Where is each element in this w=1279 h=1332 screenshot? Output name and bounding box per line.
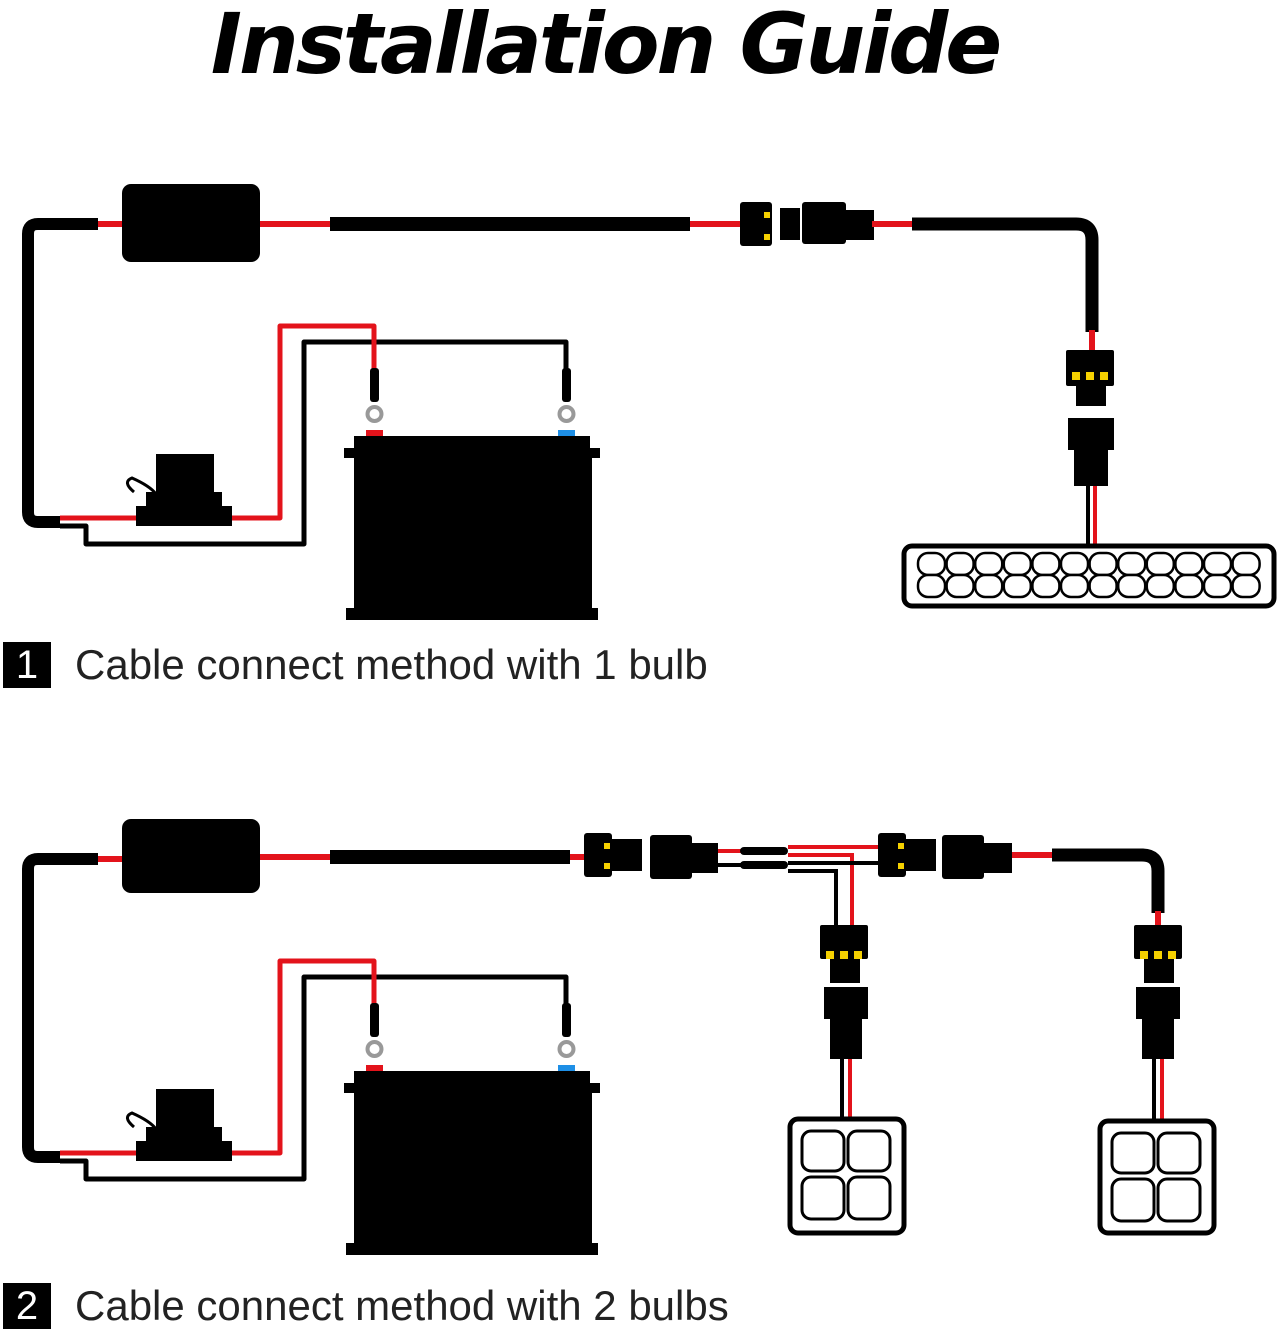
step-caption: Cable connect method with 1 bulb <box>75 641 708 688</box>
wiring-diagram-two-bulbs <box>22 819 1217 1255</box>
work-light-icon <box>787 1116 907 1236</box>
page-title: Installation Guide <box>210 0 1003 93</box>
light-bar-icon <box>901 543 1277 609</box>
connector-icon <box>1134 925 1182 1059</box>
caption-section-1: 1 Cable connect method with 1 bulb <box>3 640 708 690</box>
splitter-lug <box>740 861 788 869</box>
connector-icon <box>820 925 868 1059</box>
fuse-holder-icon <box>126 454 232 526</box>
connector-icon <box>740 202 874 246</box>
negative-ring-terminal-icon <box>557 368 576 447</box>
work-light-icon <box>1097 1118 1217 1236</box>
light-black-wire <box>912 217 1099 332</box>
fuse-holder-icon <box>126 1089 232 1161</box>
connector-icon <box>1066 350 1114 486</box>
led-cell <box>1174 573 1204 599</box>
led-cell <box>1231 573 1261 599</box>
led-cell <box>1002 573 1033 599</box>
led-cell <box>916 573 947 599</box>
led-cell <box>1202 573 1233 599</box>
led-cell <box>1059 573 1090 599</box>
led-cell <box>1231 551 1261 577</box>
led-cell <box>945 573 975 599</box>
step-caption: Cable connect method with 2 bulbs <box>75 1282 729 1329</box>
relay-to-fuse-wire <box>22 218 98 528</box>
positive-ring-terminal-icon <box>365 1003 384 1082</box>
led-cell <box>973 551 1004 577</box>
led-cell <box>1116 573 1147 599</box>
led-cell <box>1031 551 1061 577</box>
positive-wire <box>232 323 377 521</box>
relay-to-fuse-wire <box>22 853 98 1163</box>
connector-icon <box>584 833 718 879</box>
ground-wire <box>60 974 569 1182</box>
led-cell <box>1088 551 1118 577</box>
led-cell <box>1031 573 1061 599</box>
ground-wire <box>60 339 569 547</box>
connector-icon <box>878 833 1012 879</box>
negative-ring-terminal-icon <box>557 1003 576 1082</box>
battery-icon <box>344 436 600 620</box>
led-cell <box>945 551 975 577</box>
battery-icon <box>344 1071 600 1255</box>
led-cell <box>916 551 947 577</box>
positive-wire <box>232 958 377 1156</box>
relay-box-icon <box>122 184 260 262</box>
step-number-badge: 1 <box>3 642 51 688</box>
led-cell <box>1059 551 1090 577</box>
led-cell <box>1002 551 1033 577</box>
step-number-badge: 2 <box>3 1283 51 1329</box>
led-cell <box>973 573 1004 599</box>
caption-section-2: 2 Cable connect method with 2 bulbs <box>3 1281 729 1331</box>
led-cell <box>1116 551 1147 577</box>
wiring-diagram-single-bulb <box>22 184 1277 620</box>
positive-ring-terminal-icon <box>365 368 384 447</box>
splitter-lug <box>740 847 788 855</box>
led-cell <box>1202 551 1233 577</box>
led-cell <box>1145 551 1176 577</box>
led-cell <box>1145 573 1176 599</box>
led-cell <box>1174 551 1204 577</box>
relay-box-icon <box>122 819 260 893</box>
led-cell <box>1088 573 1118 599</box>
